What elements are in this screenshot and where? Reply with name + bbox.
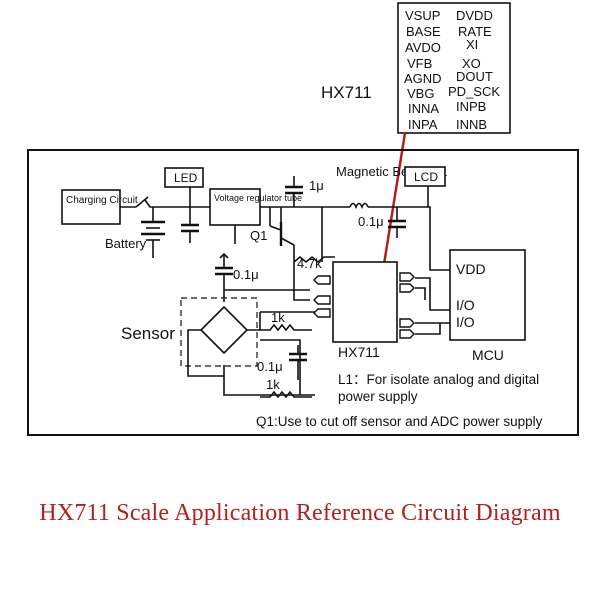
pin-left-8: INPA: [408, 117, 438, 132]
schematic-frame: [27, 149, 579, 436]
adc-label: HX711: [338, 344, 380, 360]
note-l1-line2: power supply: [338, 389, 418, 404]
sensor-wires: [223, 289, 315, 396]
transistor-label: Q1: [250, 228, 267, 243]
transistor-q1: [269, 207, 295, 290]
led-label: LED: [174, 171, 198, 185]
pin-right-2: RATE: [458, 24, 492, 39]
pin-right-1: DVDD: [456, 8, 493, 23]
pin-right-7: INPB: [456, 99, 486, 114]
mcu-box: [449, 249, 526, 341]
pin-right-8: INNB: [456, 117, 487, 132]
cap-01u-mid: [289, 345, 307, 380]
res-1k-bottom: [260, 390, 312, 399]
mcu-io-2: I/O: [456, 314, 475, 330]
res-1k-bottom-label: 1k: [266, 377, 280, 392]
pin-left-7: INNA: [408, 101, 439, 116]
pin-right-6: PD_SCK: [448, 84, 500, 99]
adc-left-pins: [313, 275, 331, 318]
adc-right-pins: [399, 272, 415, 339]
pinout-arrow: [370, 132, 407, 296]
cap-01u-left: [215, 252, 233, 290]
cap-01u-top: [388, 207, 406, 238]
lcd-box: [404, 166, 446, 187]
voltage-regulator-box: [209, 188, 261, 226]
pin-right-5: DOUT: [456, 69, 493, 84]
pin-left-2: BASE: [406, 24, 441, 39]
note-q1: Q1:Use to cut off sensor and ADC power s…: [256, 414, 543, 429]
cap-1u: [285, 176, 303, 207]
charging-circuit-box: [61, 189, 121, 225]
top-rail: [120, 199, 450, 271]
pin-left-6: VBG: [407, 86, 434, 101]
magnetic-bead-l1: [349, 202, 369, 210]
battery-symbol: [141, 207, 165, 258]
cap-01u-left-label: 0.1μ: [233, 267, 259, 282]
battery-label: Battery: [105, 236, 147, 251]
voltage-regulator-label: Voltage regulator tube: [214, 193, 302, 203]
adc-mcu-wires: [415, 277, 450, 335]
cap-01u-top-label: 0.1μ: [358, 214, 384, 229]
pin-left-5: AGND: [404, 71, 442, 86]
mcu-vdd: VDD: [456, 261, 486, 277]
pin-left-4: VFB: [407, 56, 432, 71]
pin-left-3: AVDO: [405, 40, 441, 55]
diagram-caption: HX711 Scale Application Reference Circui…: [39, 500, 561, 526]
cap-1u-label: 1μ: [309, 178, 324, 193]
res-1k-top-label: 1k: [271, 310, 285, 325]
pin-left-1: VSUP: [405, 8, 440, 23]
sensor-label: Sensor: [121, 324, 175, 343]
lcd-label: LCD: [414, 170, 438, 184]
cap-01u-mid-label: 0.1μ: [257, 359, 283, 374]
pinout-box: VSUP BASE AVDO VFB AGND VBG INNA INPA DV…: [397, 2, 511, 134]
mcu-label: MCU: [472, 347, 504, 363]
res-1k-top: [260, 323, 312, 332]
pin-right-4: XO: [462, 56, 481, 71]
charging-circuit-label: Charging Circuit: [66, 195, 138, 206]
cap-led: [181, 207, 199, 243]
chip-title: HX711: [321, 83, 372, 102]
mcu-io-1: I/O: [456, 297, 475, 313]
note-l1-line1: L1：For isolate analog and digital: [338, 372, 539, 387]
res-4-7k: [293, 207, 335, 264]
adc-chip: [332, 261, 398, 343]
pin-right-3: XI: [466, 37, 478, 52]
res-47k-label: 4.7k: [297, 256, 322, 271]
sensor-region: [180, 297, 258, 367]
power-switch: [135, 196, 149, 208]
led-box: [164, 167, 204, 188]
